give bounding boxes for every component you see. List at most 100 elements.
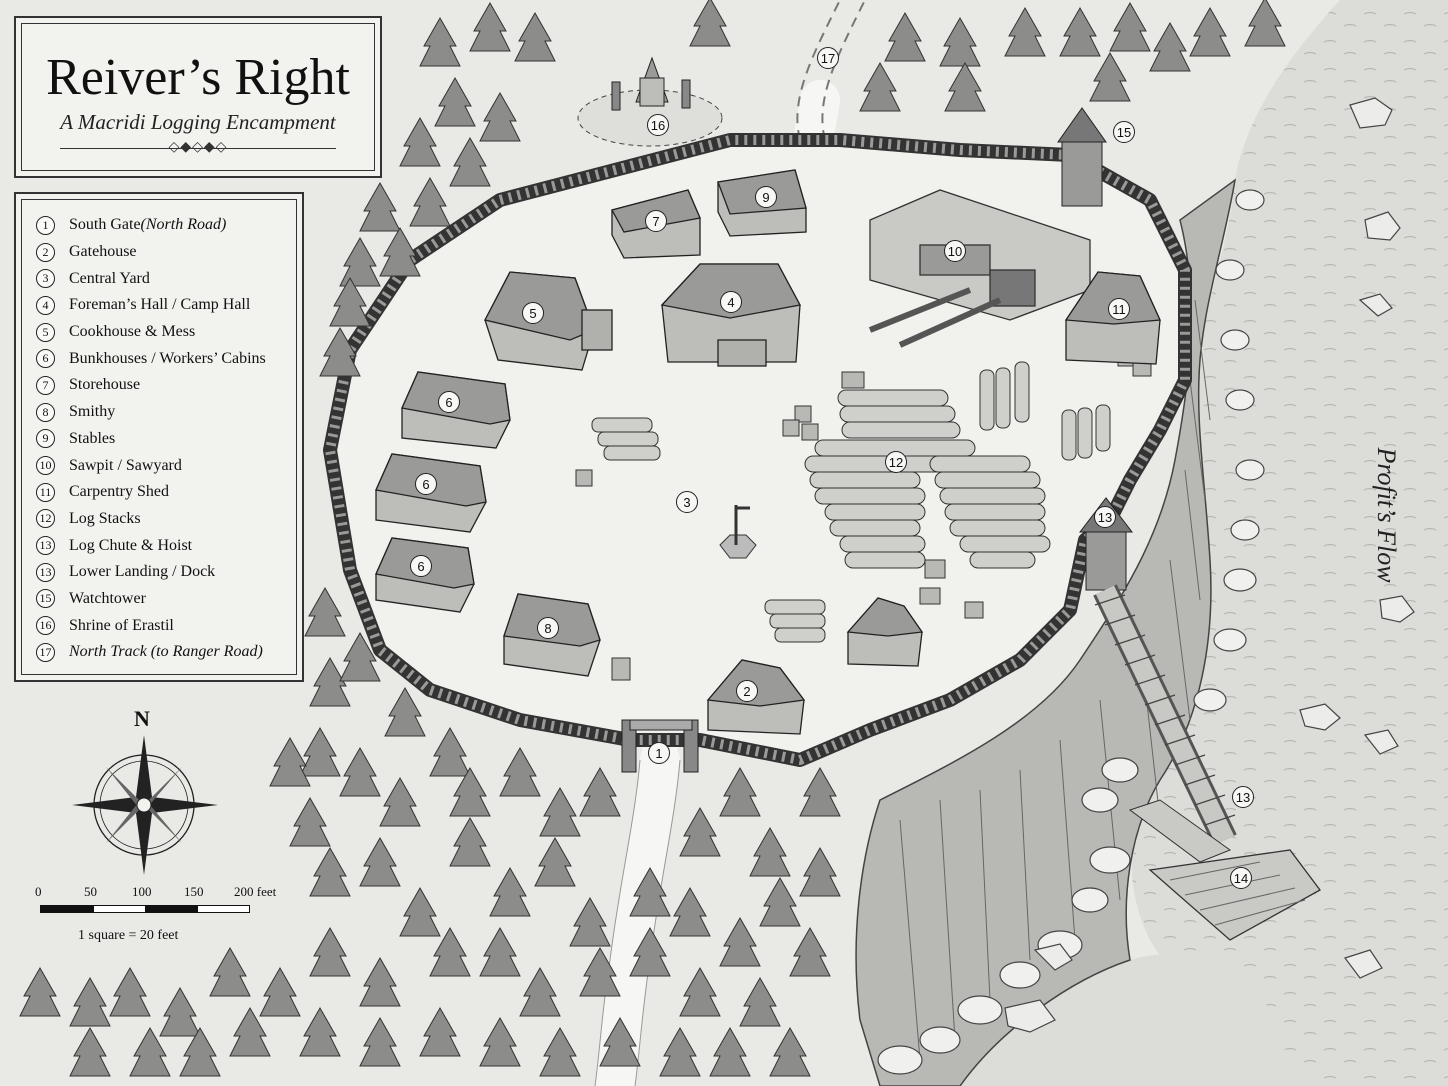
scale-tick: 50	[84, 884, 97, 899]
tree-icon	[419, 1006, 461, 1057]
tree-icon	[449, 766, 491, 817]
tree-icon	[329, 276, 371, 327]
tree-icon	[759, 876, 801, 927]
legend-note: (North Road)	[140, 216, 227, 234]
legend-item: 11 Carpentry Shed	[36, 479, 266, 506]
log-stacks	[591, 361, 1111, 643]
map-marker[interactable]: 13	[1094, 506, 1116, 528]
legend-number: 2	[36, 242, 55, 262]
map-marker[interactable]: 13	[1232, 786, 1254, 808]
map-marker[interactable]: 12	[885, 451, 907, 473]
legend-number: 12	[36, 509, 55, 529]
legend-label: Lower Landing / Dock	[69, 563, 216, 581]
tree-icon	[429, 726, 471, 777]
tree-icon	[299, 726, 341, 777]
legend-item: 16 Shrine of Erastil	[36, 612, 266, 639]
map-marker[interactable]: 5	[522, 302, 544, 324]
scale-tick: 0	[35, 884, 42, 899]
tree-icon	[689, 0, 731, 47]
log-chute	[1093, 584, 1237, 846]
map-marker[interactable]: 17	[817, 47, 839, 69]
map-marker[interactable]: 10	[944, 240, 966, 262]
forest	[19, 0, 1286, 1077]
tree-icon	[679, 806, 721, 857]
tree-icon	[229, 1006, 271, 1057]
tree-icon	[719, 916, 761, 967]
tree-icon	[449, 816, 491, 867]
tree-icon	[1109, 1, 1151, 52]
map-marker[interactable]: 11	[1108, 298, 1130, 320]
legend-label: Carpentry Shed	[69, 483, 169, 501]
map-marker[interactable]: 6	[410, 555, 432, 577]
south-gate	[621, 719, 699, 773]
tree-icon	[359, 836, 401, 887]
scale-tick: 150	[184, 884, 204, 899]
legend-number: 9	[36, 429, 55, 449]
map-marker[interactable]: 15	[1113, 121, 1135, 143]
tree-icon	[479, 91, 521, 142]
map-title: Reiver’s Right	[46, 49, 350, 106]
tree-icon	[359, 956, 401, 1007]
map-subtitle: A Macridi Logging Encampment	[60, 110, 336, 134]
legend-label: Smithy	[69, 403, 116, 421]
tree-icon	[579, 766, 621, 817]
legend-item: 13 Log Chute & Hoist	[36, 532, 266, 559]
scale-bar: 0 50 100 150 200 feet 1 square = 20 feet	[35, 884, 288, 954]
tree-icon	[434, 76, 476, 127]
map-marker[interactable]: 14	[1230, 867, 1252, 889]
tree-icon	[514, 11, 556, 62]
scale-tick: 200 feet	[234, 884, 277, 899]
map-marker[interactable]: 8	[537, 617, 559, 639]
tree-icon	[379, 226, 421, 277]
cliff	[855, 178, 1237, 1086]
tree-icon	[469, 1, 511, 52]
tree-icon	[789, 926, 831, 977]
map-marker[interactable]: 2	[736, 680, 758, 702]
tree-icon	[179, 1026, 221, 1077]
tree-icon	[299, 1006, 341, 1057]
compass-rose-icon	[72, 735, 218, 875]
map-marker[interactable]: 7	[645, 210, 667, 232]
map-marker[interactable]: 9	[755, 186, 777, 208]
legend-number: 13	[36, 536, 55, 556]
river-label: Profit’s Flow	[1372, 447, 1401, 583]
map-marker[interactable]: 16	[647, 114, 669, 136]
legend-number: 11	[36, 482, 55, 502]
tree-icon	[599, 1016, 641, 1067]
map-marker[interactable]: 6	[415, 473, 437, 495]
tree-icon	[289, 796, 331, 847]
ornament-icon: ◇◆◇◆◇	[168, 139, 228, 155]
legend-number: 4	[36, 295, 55, 315]
legend-number: 10	[36, 456, 55, 476]
tree-icon	[489, 866, 531, 917]
map-marker[interactable]: 4	[720, 291, 742, 313]
tree-icon	[629, 926, 671, 977]
legend-label: Log Chute & Hoist	[69, 536, 193, 554]
map-marker[interactable]: 1	[648, 742, 670, 764]
scale-note: 1 square = 20 feet	[78, 928, 179, 943]
tree-icon	[159, 986, 201, 1037]
legend-number: 16	[36, 616, 55, 636]
legend-number: 13	[36, 562, 55, 582]
tree-icon	[679, 966, 721, 1017]
map-marker[interactable]: 6	[438, 391, 460, 413]
legend-label: Shrine of Erastil	[69, 616, 174, 634]
map-marker[interactable]: 3	[676, 491, 698, 513]
tree-icon	[669, 886, 711, 937]
tree-icon	[479, 926, 521, 977]
legend-number: 3	[36, 269, 55, 289]
tree-icon	[709, 1026, 751, 1077]
tree-icon	[769, 1026, 811, 1077]
legend-number: 17	[36, 642, 55, 662]
